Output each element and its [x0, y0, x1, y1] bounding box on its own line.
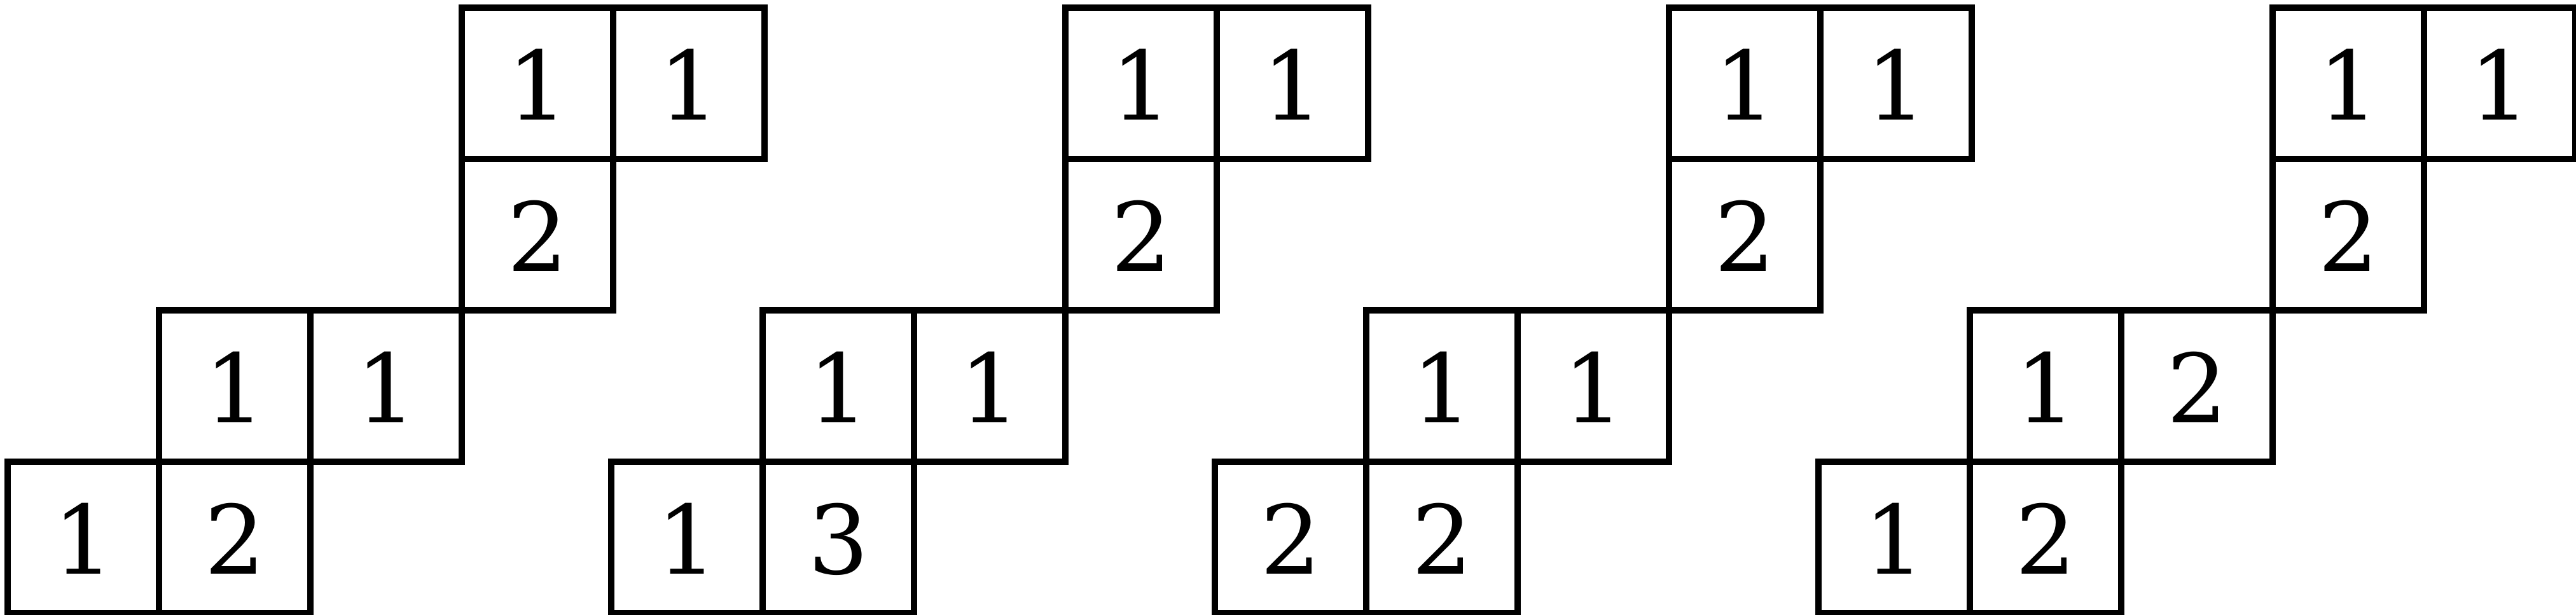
tableau-cell: 1 — [1214, 4, 1371, 162]
tableau-cell: 2 — [156, 459, 314, 615]
tableau-cell: 1 — [459, 4, 616, 162]
tableau-cell: 1 — [1815, 459, 1973, 615]
cell-box — [1363, 459, 1521, 615]
cell-number: 2 — [1260, 486, 1320, 597]
cell-number: 1 — [1864, 486, 1924, 597]
cell-number: 1 — [2318, 32, 2378, 142]
cell-number: 2 — [204, 486, 265, 597]
cell-number: 2 — [2166, 335, 2227, 445]
tableau-cell: 1 — [156, 307, 314, 465]
tableau-cell: 2 — [1062, 156, 1220, 314]
cell-number: 1 — [959, 335, 1020, 445]
tableau-cell: 2 — [459, 156, 616, 314]
cell-number: 1 — [1262, 32, 1322, 142]
cell-number: 3 — [808, 486, 868, 597]
cell-number: 1 — [1563, 335, 1623, 445]
cell-number: 1 — [1111, 32, 1171, 142]
tableau-cell: 1 — [1062, 4, 1220, 162]
cell-box — [2269, 156, 2427, 314]
cell-number: 1 — [53, 486, 113, 597]
cell-box — [1666, 156, 1824, 314]
tableau-cell: 2 — [2118, 307, 2276, 465]
cell-box — [1514, 307, 1672, 465]
tableau-cell: 2 — [1967, 459, 2124, 615]
cell-number: 1 — [1866, 32, 1926, 142]
cell-box — [2118, 307, 2276, 465]
cell-box — [1967, 459, 2124, 615]
cell-number: 1 — [1411, 335, 1472, 445]
cell-number: 1 — [656, 486, 717, 597]
tableau-cell: 1 — [759, 307, 917, 465]
tableau-cell: 1 — [1817, 4, 1975, 162]
cell-box — [1214, 4, 1371, 162]
cell-number: 1 — [808, 335, 868, 445]
tableau-cell: 3 — [759, 459, 917, 615]
cell-box — [1817, 4, 1975, 162]
cell-number: 2 — [1714, 183, 1775, 294]
tableau-cell: 1 — [4, 459, 162, 615]
cell-number: 1 — [356, 335, 416, 445]
tableau-cell: 1 — [2421, 4, 2576, 162]
cell-box — [307, 307, 465, 465]
cell-box — [1062, 156, 1220, 314]
tableau-cell: 2 — [1363, 459, 1521, 615]
cell-number: 1 — [2469, 32, 2530, 142]
tableau-cell: 1 — [2269, 4, 2427, 162]
cell-number: 1 — [658, 32, 719, 142]
tableau-cell: 1 — [307, 307, 465, 465]
tableau-cell: 1 — [1514, 307, 1672, 465]
cell-box — [610, 4, 768, 162]
cell-number: 1 — [2015, 335, 2075, 445]
cell-box — [2421, 4, 2576, 162]
tableau-cell: 1 — [1363, 307, 1521, 465]
tableau-cell: 1 — [608, 459, 766, 615]
tableau-cell: 1 — [911, 307, 1069, 465]
cell-number: 2 — [1111, 183, 1171, 294]
tableau-cell: 2 — [2269, 156, 2427, 314]
cell-box — [459, 156, 616, 314]
cell-number: 2 — [507, 183, 567, 294]
tableau-cell: 1 — [1967, 307, 2124, 465]
cell-box — [156, 459, 314, 615]
cell-number: 1 — [204, 335, 265, 445]
cell-box — [911, 307, 1069, 465]
cell-number: 2 — [2015, 486, 2075, 597]
tableau-cell: 1 — [1666, 4, 1824, 162]
cell-number: 1 — [507, 32, 567, 142]
cell-number: 1 — [1714, 32, 1775, 142]
tableau-cell: 1 — [610, 4, 768, 162]
tableau-cell: 2 — [1666, 156, 1824, 314]
tableau-cell: 2 — [1212, 459, 1369, 615]
cell-number: 2 — [1411, 486, 1472, 597]
cell-box — [759, 459, 917, 615]
cell-number: 2 — [2318, 183, 2378, 294]
